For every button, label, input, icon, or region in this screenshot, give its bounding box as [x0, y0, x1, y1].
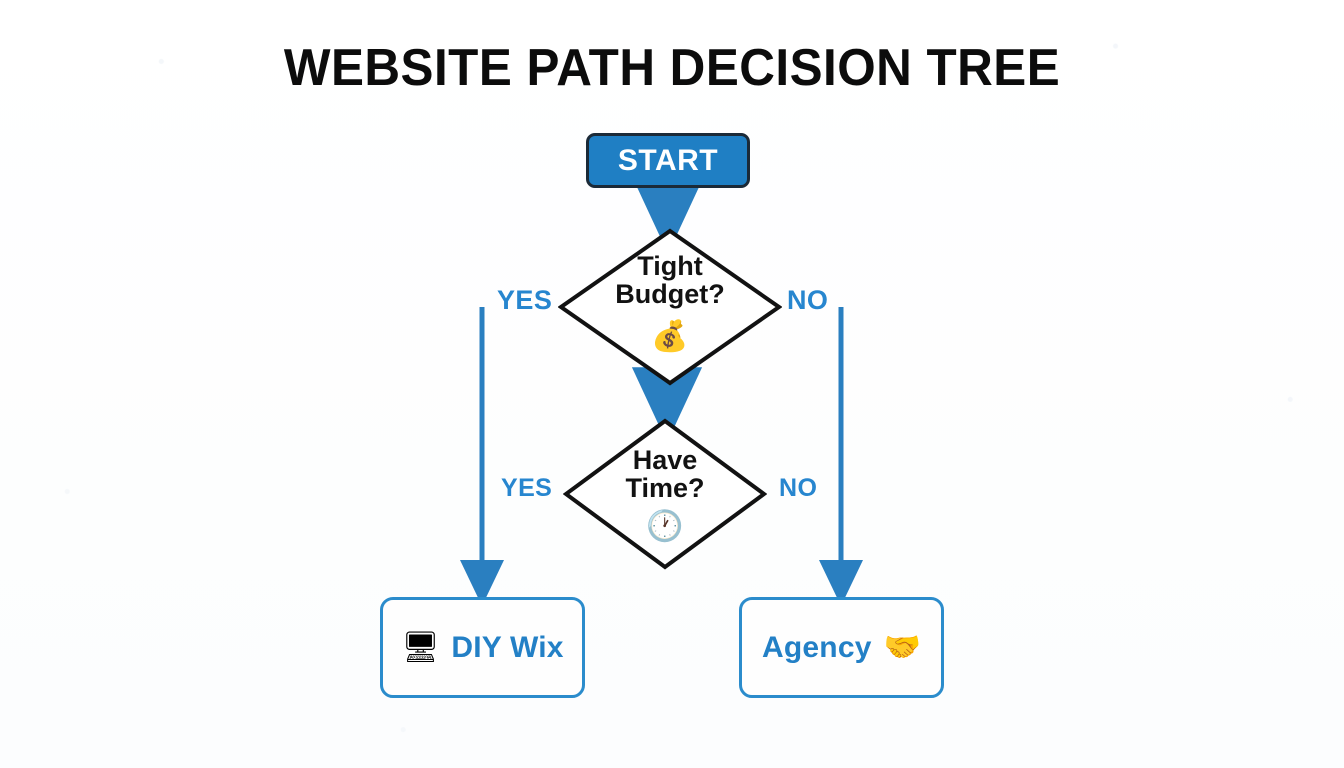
clock-icon: 🕐	[646, 510, 684, 543]
branch-label-no-budget: NO	[787, 285, 829, 315]
start-node[interactable]: START	[586, 133, 750, 188]
outcome-node-agency[interactable]: Agency 🤝	[739, 597, 944, 698]
diamond-shape	[563, 418, 767, 570]
branch-label-yes-budget: YES	[497, 285, 553, 315]
outcome-node-label: DIY Wix	[451, 630, 564, 664]
branch-label-no-time: NO	[779, 474, 818, 502]
decision-node-have-time[interactable]: Have Time? 🕐	[563, 418, 767, 570]
handshake-icon: 🤝	[883, 630, 921, 664]
diamond-shape	[558, 228, 782, 386]
money-bag-icon: 💰	[651, 320, 689, 353]
decision-node-label: Have Time?	[625, 445, 705, 504]
desktop-computer-icon: 🖥	[401, 630, 440, 664]
branch-label-yes-time: YES	[501, 474, 553, 502]
page-title: WEBSITE PATH DECISION TREE	[283, 39, 1061, 97]
decision-node-label: Tight Budget?	[615, 251, 725, 310]
start-node-label: START	[617, 143, 719, 177]
outcome-node-label: Agency	[762, 630, 872, 664]
outcome-node-diy-wix[interactable]: 🖥 DIY Wix	[380, 597, 585, 698]
decision-node-tight-budget[interactable]: Tight Budget? 💰	[558, 228, 782, 386]
